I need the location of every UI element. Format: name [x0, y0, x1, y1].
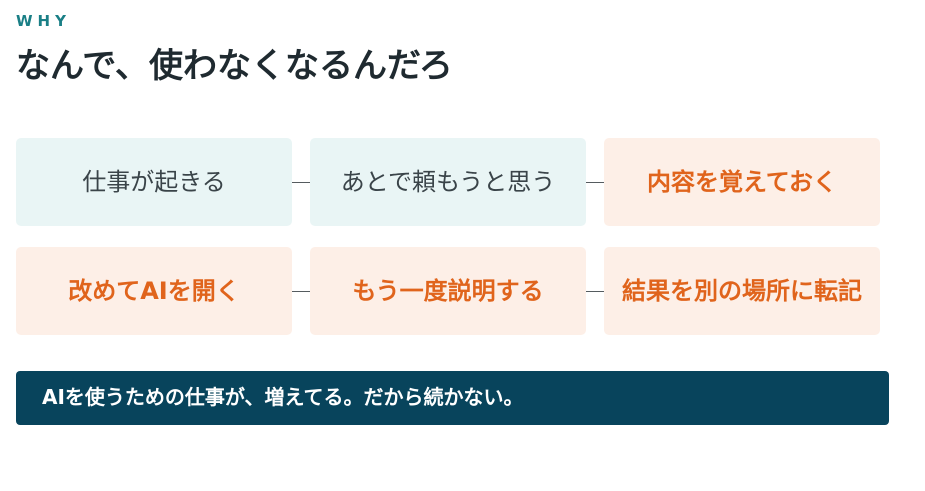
step-card-remember: 内容を覚えておく: [604, 138, 880, 226]
eyebrow-label: WHY: [16, 12, 71, 30]
flow-row-1: 仕事が起きる あとで頼もうと思う 内容を覚えておく: [16, 138, 884, 226]
step-card-occur: 仕事が起きる: [16, 138, 292, 226]
connector-line: [586, 290, 604, 292]
step-card-transcribe: 結果を別の場所に転記: [604, 247, 880, 335]
step-card-open-ai: 改めてAIを開く: [16, 247, 292, 335]
connector-line: [292, 181, 310, 183]
flow-row-2: 改めてAIを開く もう一度説明する 結果を別の場所に転記: [16, 247, 884, 335]
flow-grid: 仕事が起きる あとで頼もうと思う 内容を覚えておく 改めてAIを開く もう一度説…: [16, 138, 884, 356]
page-title: なんで、使わなくなるんだろ: [16, 46, 453, 86]
connector-line: [292, 290, 310, 292]
connector-line: [586, 181, 604, 183]
step-card-plan-to-ask: あとで頼もうと思う: [310, 138, 586, 226]
conclusion-banner: AIを使うための仕事が、増えてる。だから続かない。: [16, 371, 889, 425]
step-card-explain-again: もう一度説明する: [310, 247, 586, 335]
